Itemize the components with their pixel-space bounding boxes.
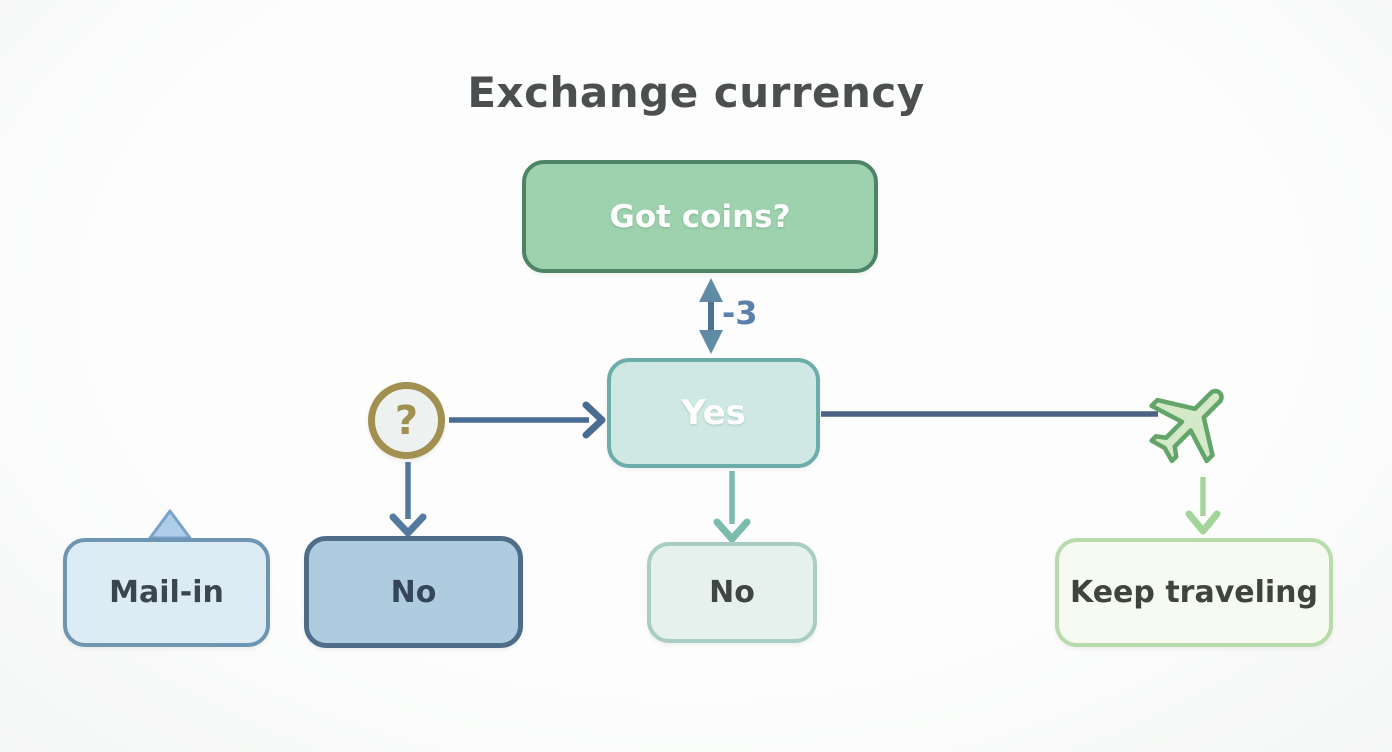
- exchange-cost-label: -3: [722, 294, 758, 332]
- diagram-title: Exchange currency: [467, 68, 925, 117]
- question-mark-glyph: ?: [394, 397, 419, 444]
- node-keep-traveling-label: Keep traveling: [1069, 575, 1318, 610]
- node-mail-in: Mail-in: [63, 538, 270, 647]
- mail-in-pointer-triangle: [148, 509, 192, 540]
- node-yes-label: Yes: [681, 393, 746, 433]
- node-no-left: No: [304, 536, 523, 648]
- arrow-question-to-no-left: [389, 462, 427, 537]
- node-no-center: No: [647, 542, 817, 643]
- question-mark-icon: ?: [368, 382, 445, 459]
- node-got-coins: Got coins?: [522, 160, 878, 273]
- node-keep-traveling: Keep traveling: [1055, 538, 1333, 647]
- node-got-coins-label: Got coins?: [609, 198, 791, 235]
- node-no-left-label: No: [390, 574, 437, 610]
- arrow-yes-to-no-center: [713, 471, 751, 543]
- node-mail-in-label: Mail-in: [109, 575, 224, 610]
- arrow-plane-to-keep-traveling: [1185, 477, 1221, 535]
- double-arrow-got-coins-yes: [699, 278, 723, 354]
- node-no-center-label: No: [709, 575, 755, 610]
- airplane-icon: [1126, 372, 1256, 482]
- node-yes: Yes: [607, 358, 820, 468]
- arrow-question-to-yes: [449, 401, 606, 439]
